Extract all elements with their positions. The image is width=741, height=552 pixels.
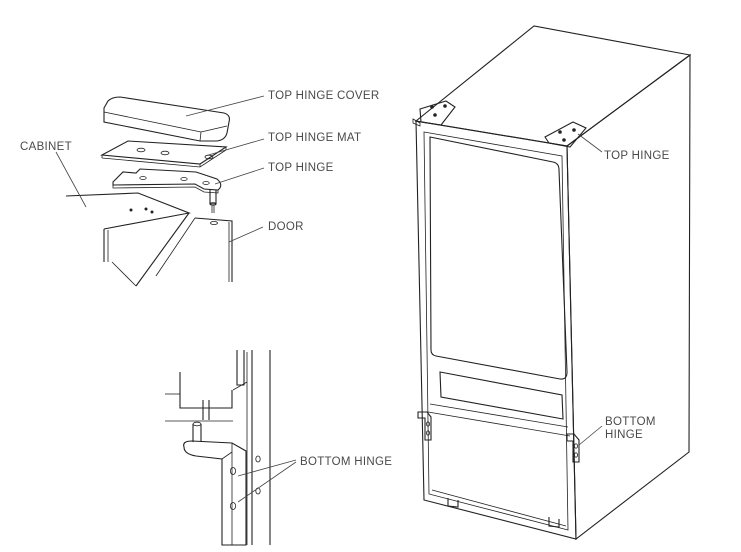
label-door: DOOR (268, 221, 304, 233)
label-bottom-hinge-detail: BOTTOM HINGE (300, 456, 392, 468)
label-top-hinge-right: TOP HINGE (604, 150, 670, 162)
top-hinge-mat (100, 140, 228, 168)
top-hinge-plate (112, 168, 222, 213)
label-top-hinge-cover: TOP HINGE COVER (268, 90, 379, 102)
bottom-hinge-detail-view (165, 350, 271, 546)
leader-top-hinge-right (577, 133, 603, 153)
leader-bottom-hinge-right (578, 425, 603, 446)
leader-top-hinge-mat (204, 138, 265, 157)
top-hinge-cover (103, 96, 230, 142)
leader-top-hinge (214, 167, 265, 185)
top-hinge-exploded-view (65, 96, 233, 287)
leader-top-hinge-cover (185, 95, 265, 117)
leader-cabinet (55, 151, 87, 208)
label-top-hinge-mat: TOP HINGE MAT (268, 132, 361, 144)
leader-bottom-hinge-detail-2 (237, 461, 297, 503)
label-top-hinge: TOP HINGE (268, 162, 334, 174)
label-cabinet: CABINET (20, 141, 72, 153)
leader-bottom-hinge-detail (237, 459, 297, 477)
door-top-corner (155, 217, 233, 282)
cabinet-top-corner (65, 192, 191, 287)
leader-door (228, 226, 264, 243)
label-bottom-hinge-right-line1: BOTTOM (605, 416, 656, 428)
appliance-unit (412, 25, 692, 541)
label-bottom-hinge-right-line2: HINGE (605, 429, 643, 441)
